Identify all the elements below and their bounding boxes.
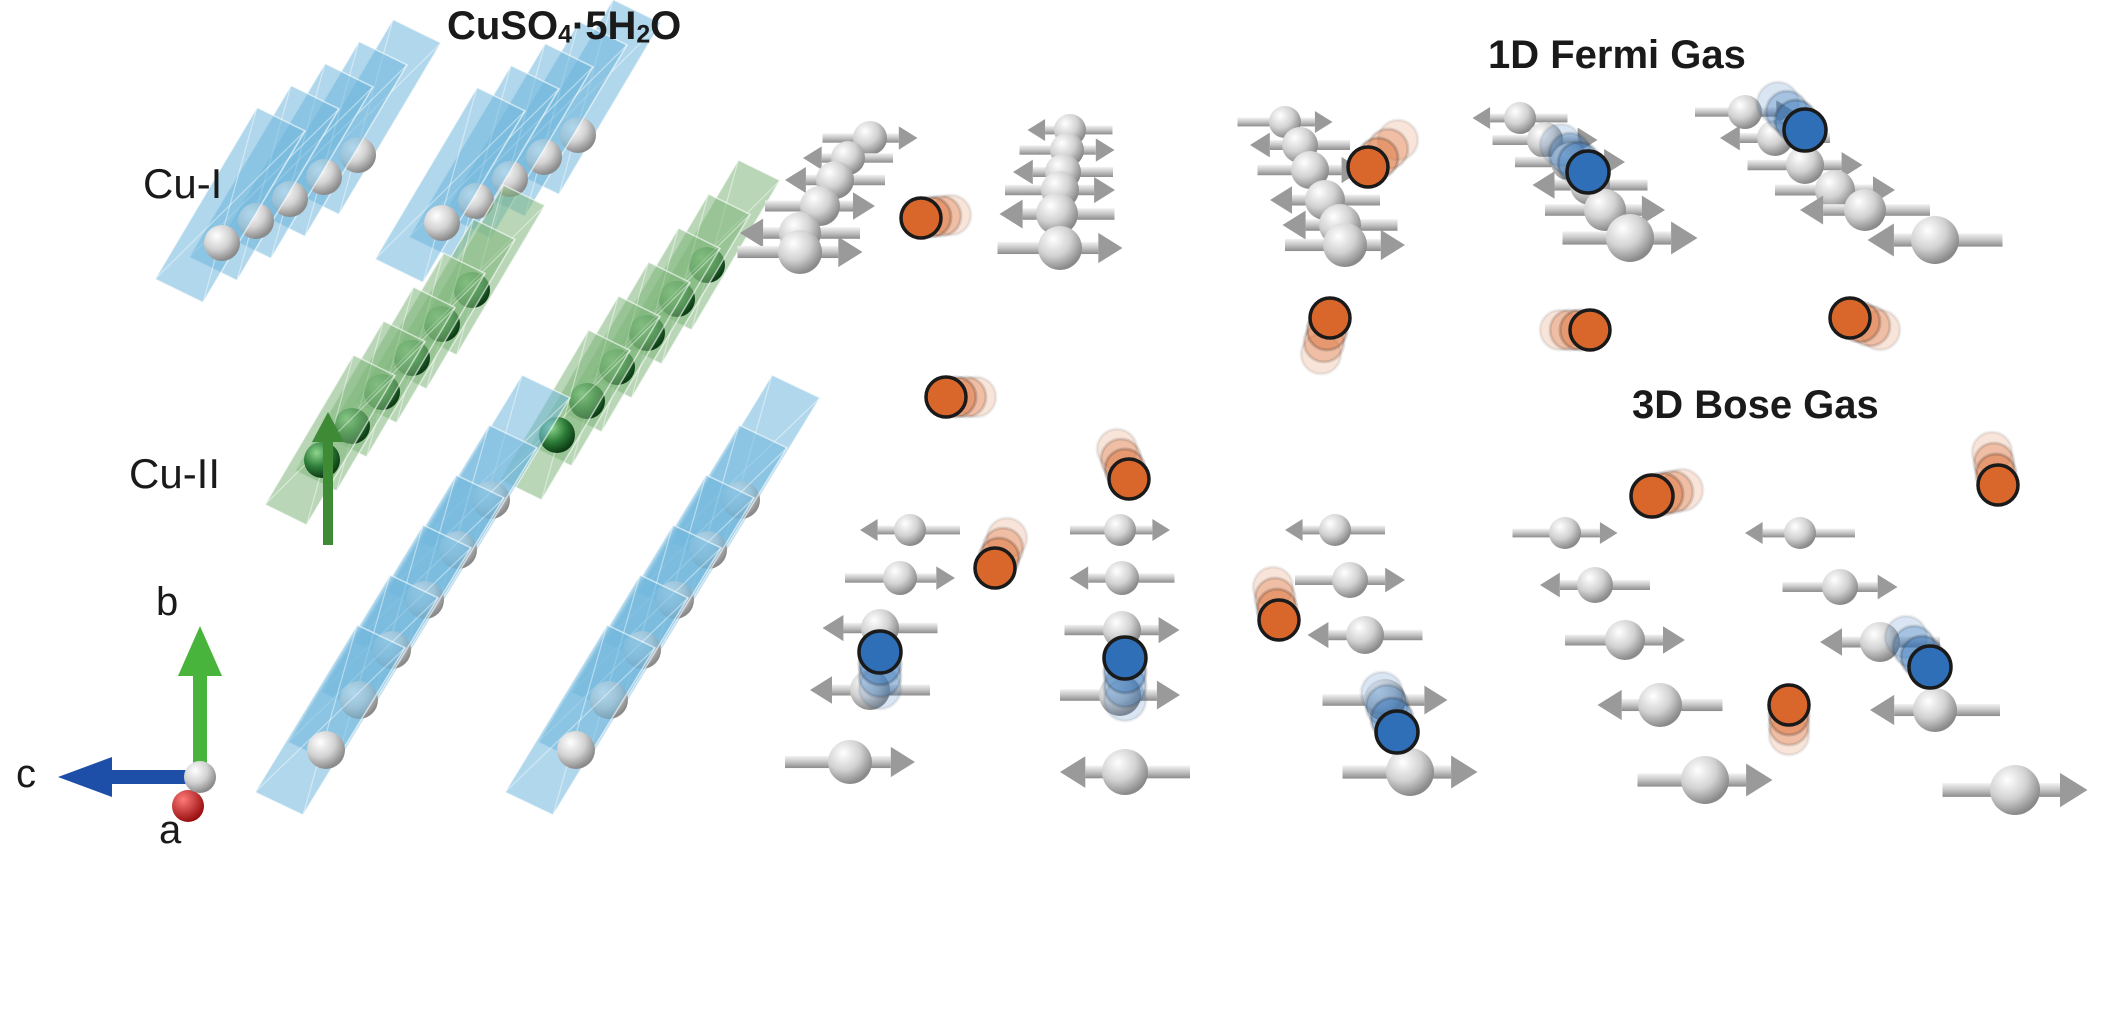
fermion-particle xyxy=(1828,296,1902,352)
fermi-spin xyxy=(822,121,918,155)
fermion-particle xyxy=(973,516,1029,590)
bose-spin xyxy=(1820,622,1940,662)
bose-spin xyxy=(1745,517,1855,549)
fermi-spin xyxy=(999,193,1115,235)
axis-a-arrow xyxy=(172,790,204,822)
fermion-particle xyxy=(899,193,973,240)
fermi-gas-title: 1D Fermi Gas xyxy=(1488,33,1746,77)
cu1-atom xyxy=(424,205,460,241)
fermi-spin xyxy=(1562,214,1698,262)
particles-layer xyxy=(857,80,2020,757)
boson-particle xyxy=(1538,122,1611,195)
bose-spin xyxy=(1069,561,1175,595)
bose-spin xyxy=(1295,562,1405,598)
axis-c-label: c xyxy=(16,752,36,796)
fermi-spin xyxy=(737,230,863,274)
bose-spin xyxy=(1540,567,1650,603)
boson-particle xyxy=(1102,635,1148,723)
fermion-particle xyxy=(1095,427,1151,501)
bose-spin xyxy=(1565,620,1685,660)
fermion-particle xyxy=(1970,430,2020,507)
bose-spin xyxy=(1285,514,1385,546)
axis-c-arrow xyxy=(58,757,200,797)
bose-spin xyxy=(1307,616,1423,654)
fermion-particle xyxy=(1251,565,1301,642)
fermi-spin xyxy=(997,226,1123,270)
formula-part: ·5H xyxy=(571,4,637,48)
boson-particle xyxy=(1359,670,1420,755)
bose-spin xyxy=(1942,765,2088,815)
cu2-atom xyxy=(304,442,340,478)
fermi-spin xyxy=(1867,216,2003,264)
boson-particle xyxy=(1883,614,1953,690)
bose-spin xyxy=(1870,688,2000,732)
fermion-particle xyxy=(1299,296,1352,376)
boson-particle xyxy=(1755,80,1828,153)
cu1-octahedron xyxy=(503,624,657,816)
formula-part: CuSO xyxy=(447,4,559,48)
bose-spin xyxy=(1070,514,1170,546)
bose-spin xyxy=(1060,674,1180,716)
fermi-spin xyxy=(1285,223,1405,267)
fermion-particle xyxy=(1346,118,1420,189)
octahedra-layer xyxy=(153,0,822,816)
bose-spin xyxy=(1512,517,1618,549)
fermi-spin xyxy=(1237,106,1333,138)
cu1-octahedron xyxy=(253,624,407,816)
axis-origin xyxy=(184,761,216,793)
cu1-atom xyxy=(557,731,595,769)
bose-spin xyxy=(1782,569,1898,605)
fermi-spin xyxy=(1747,146,1863,184)
bose-spin xyxy=(1342,748,1478,796)
fermion-particle xyxy=(1629,467,1705,519)
fermi-spin xyxy=(1800,189,1930,231)
bose-spin xyxy=(1597,683,1723,727)
fermion-particle xyxy=(924,375,998,419)
cu1-atom xyxy=(204,225,240,261)
fermi-spin xyxy=(1695,95,1795,129)
formula-subscript: 4 xyxy=(558,21,572,49)
spin-arrows-layer xyxy=(737,95,2088,815)
fermi-spin xyxy=(1492,122,1598,158)
fermi-spin xyxy=(1472,102,1568,134)
cu2-spin-arrow xyxy=(312,412,344,545)
cu1-atom xyxy=(307,731,345,769)
cu1-octahedron xyxy=(373,86,527,284)
fermion-particle xyxy=(1538,308,1612,352)
bose-spin xyxy=(785,740,915,784)
cu1-label: Cu-I xyxy=(143,160,223,207)
bose-spin xyxy=(810,670,930,710)
axis-b-arrow xyxy=(178,626,222,777)
boson-particle xyxy=(857,629,903,711)
formula-subscript: 2 xyxy=(636,21,651,49)
axis-b-label: b xyxy=(156,580,179,624)
bose-spin xyxy=(1060,749,1190,795)
formula-part: O xyxy=(650,4,682,48)
cu2-label: Cu-II xyxy=(129,450,221,497)
axis-triad xyxy=(58,626,222,822)
fermion-particle xyxy=(1767,683,1811,757)
crystal-formula-title: CuSO4·5H2O xyxy=(447,4,681,50)
bose-gas-title: 3D Bose Gas xyxy=(1632,383,1879,427)
cu1-octahedron xyxy=(153,106,307,304)
axis-a-label: a xyxy=(159,808,182,852)
bose-spin xyxy=(1637,756,1773,804)
bose-spin xyxy=(860,514,960,546)
bose-spin xyxy=(845,561,955,595)
fermi-spin xyxy=(765,186,875,226)
